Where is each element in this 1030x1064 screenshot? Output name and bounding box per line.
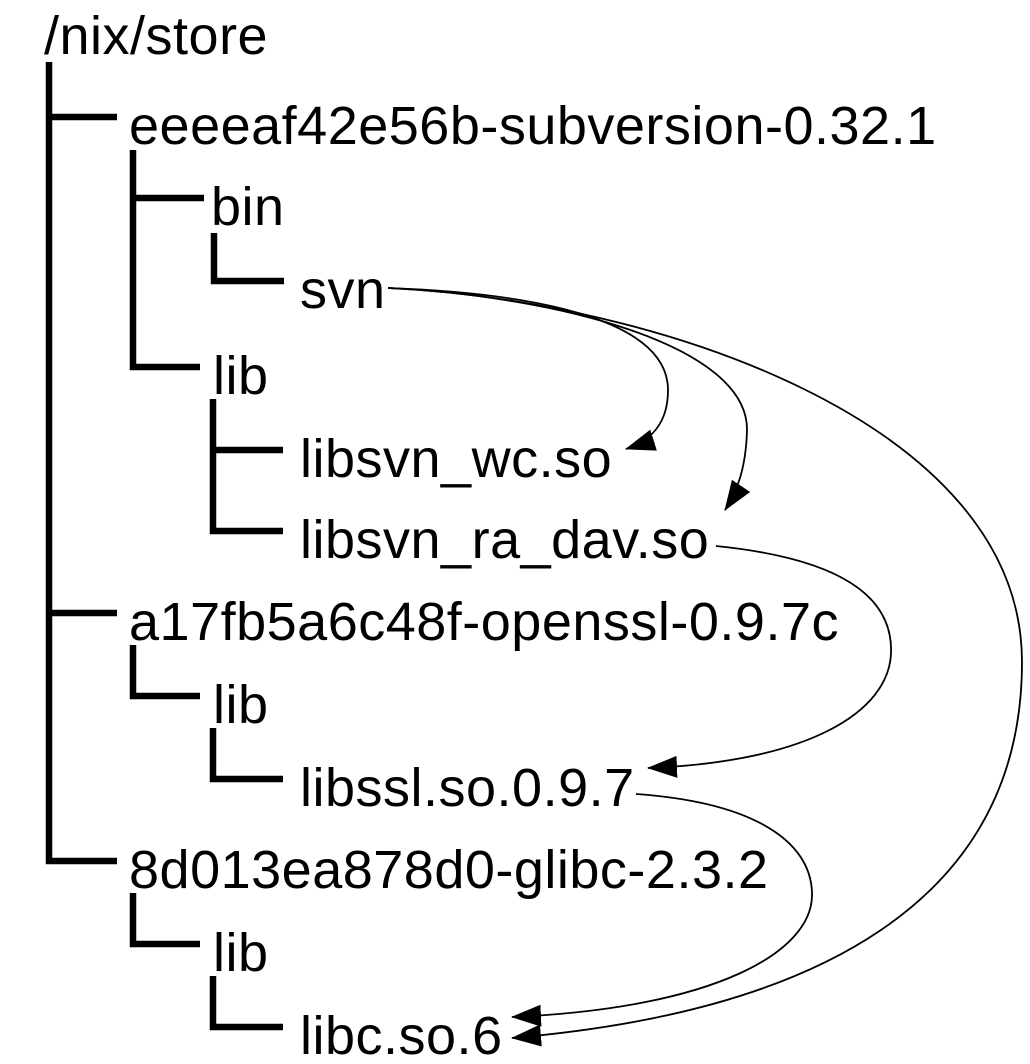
tree-line-bin-trunk-and-svn-branch (210, 233, 284, 285)
tree-node-openssl-label: a17fb5a6c48f-openssl-0.9.7c (129, 592, 839, 652)
tree-line-subversion-trunk-and-lib-branch (129, 150, 200, 371)
tree-line-glibclib-trunk-and-libc-branch (209, 976, 283, 1031)
tree-node-root-label: /nix/store (44, 6, 269, 66)
tree-node-subversion-label: eeeeaf42e56b-subversion-0.32.1 (129, 96, 937, 156)
tree-node-openssl-lib-label: lib (213, 675, 269, 735)
dependency-arrows (387, 287, 1023, 1047)
dependency-arrow-libsvn-ra-dav-to-libssl (647, 545, 892, 778)
tree-line-svnlib-trunk-and-radav-branch (209, 399, 283, 535)
tree-node-glibc-label: 8d013ea878d0-glibc-2.3.2 (129, 840, 769, 900)
tree-node-libssl-label: libssl.so.0.9.7 (300, 758, 635, 818)
tree-node-glibc-lib-label: lib (213, 923, 269, 983)
dependency-arrow-libssl-to-libc (511, 793, 813, 1027)
tree-line-glibc-trunk-and-lib-branch (129, 893, 200, 948)
dependency-arrow-svn-to-libsvn-wc (387, 287, 669, 451)
tree-node-subversion-lib-label: lib (213, 346, 269, 406)
tree-line-openssllib-trunk-and-libssl-branch (209, 728, 283, 783)
tree-line-openssl-trunk-and-lib-branch (129, 645, 200, 700)
tree-node-libc-label: libc.so.6 (300, 1006, 503, 1064)
tree-node-svn-label: svn (300, 260, 386, 320)
tree-node-libsvn-ra-dav-label: libsvn_ra_dav.so (300, 510, 710, 570)
tree-node-libsvn-wc-label: libsvn_wc.so (300, 429, 613, 489)
dependency-arrow-svn-to-libc (387, 287, 1023, 1047)
tree-node-bin-label: bin (211, 177, 285, 237)
tree-lines (45, 62, 284, 1031)
tree-line-root-trunk-and-glibc-branch (45, 62, 117, 865)
